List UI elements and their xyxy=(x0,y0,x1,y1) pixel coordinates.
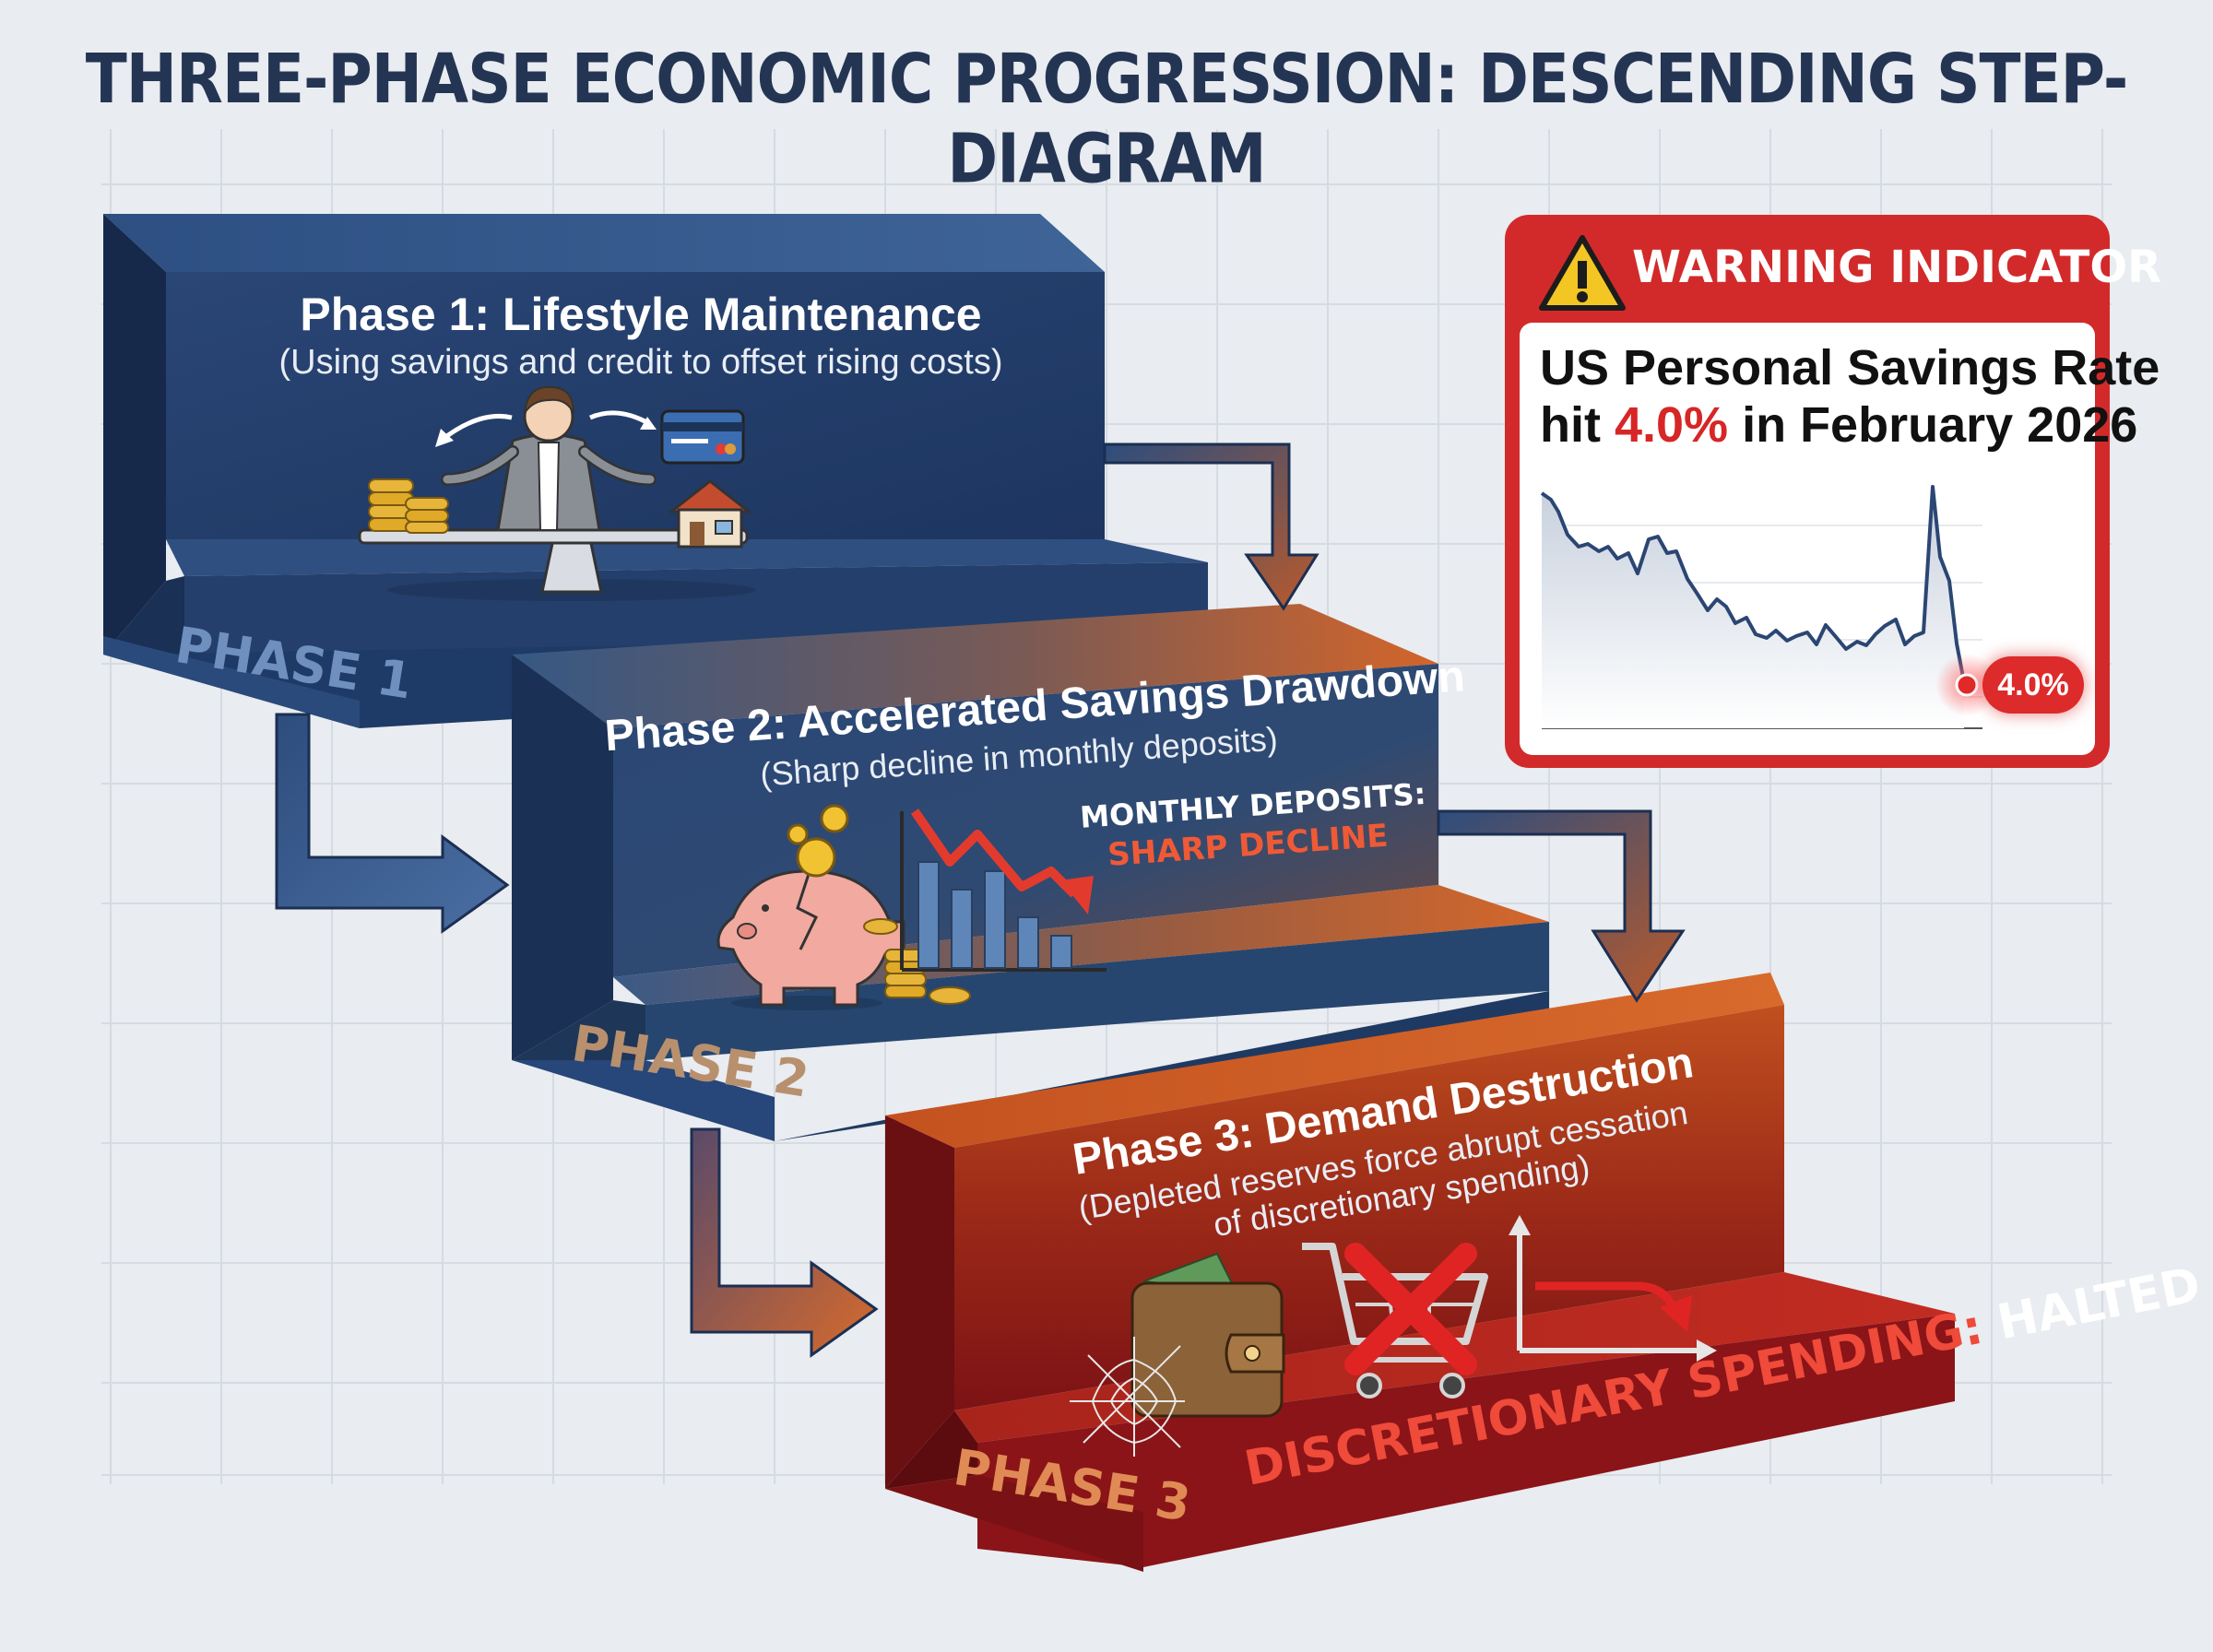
flow-arrow-step2-right xyxy=(1437,809,1686,1003)
warning-indicator-heading: WARNING INDICATOR xyxy=(1632,242,2162,293)
savings-rate-value: 4.0% xyxy=(1614,397,1729,453)
savings-rate-badge: 4.0% xyxy=(1982,656,2084,714)
balance-scale-icon xyxy=(358,528,756,601)
piggy-bank-icon xyxy=(716,804,905,1010)
warning-line-1: US Personal Savings Rate xyxy=(1540,340,2160,395)
flow-arrow-step1-down xyxy=(275,713,510,934)
phase-1-subtitle: (Using savings and credit to offset risi… xyxy=(278,343,1003,382)
credit-card-icon xyxy=(660,409,745,465)
cobweb-icon xyxy=(1070,1337,1185,1457)
house-icon xyxy=(667,479,753,549)
warning-line-2: hit 4.0% in February 2026 xyxy=(1540,396,2137,454)
coin-stack-icon xyxy=(863,918,971,1005)
bar-chart-decline-icon xyxy=(900,808,1106,972)
flow-arrow-step1-right xyxy=(1103,442,1320,611)
shopping-cart-crossed-icon xyxy=(1302,1243,1488,1398)
flow-arrow-step2-down xyxy=(690,1127,879,1358)
curved-arrows-icon xyxy=(435,410,657,447)
businessman-icon xyxy=(441,385,657,532)
warning-line-2-suffix: in February 2026 xyxy=(1728,397,2138,453)
phase-1-title: Phase 1: Lifestyle Maintenance xyxy=(300,289,982,340)
halted-trend-arrow-icon xyxy=(1509,1215,1717,1362)
warning-line-2-prefix: hit xyxy=(1540,397,1615,453)
empty-wallet-icon xyxy=(1130,1252,1285,1418)
savings-rate-line-chart xyxy=(1540,485,1998,729)
gold-coins-icon xyxy=(368,478,449,534)
warning-triangle-icon xyxy=(1539,235,1626,311)
page-title: THREE-PHASE ECONOMIC PROGRESSION: DESCEN… xyxy=(85,39,2128,199)
